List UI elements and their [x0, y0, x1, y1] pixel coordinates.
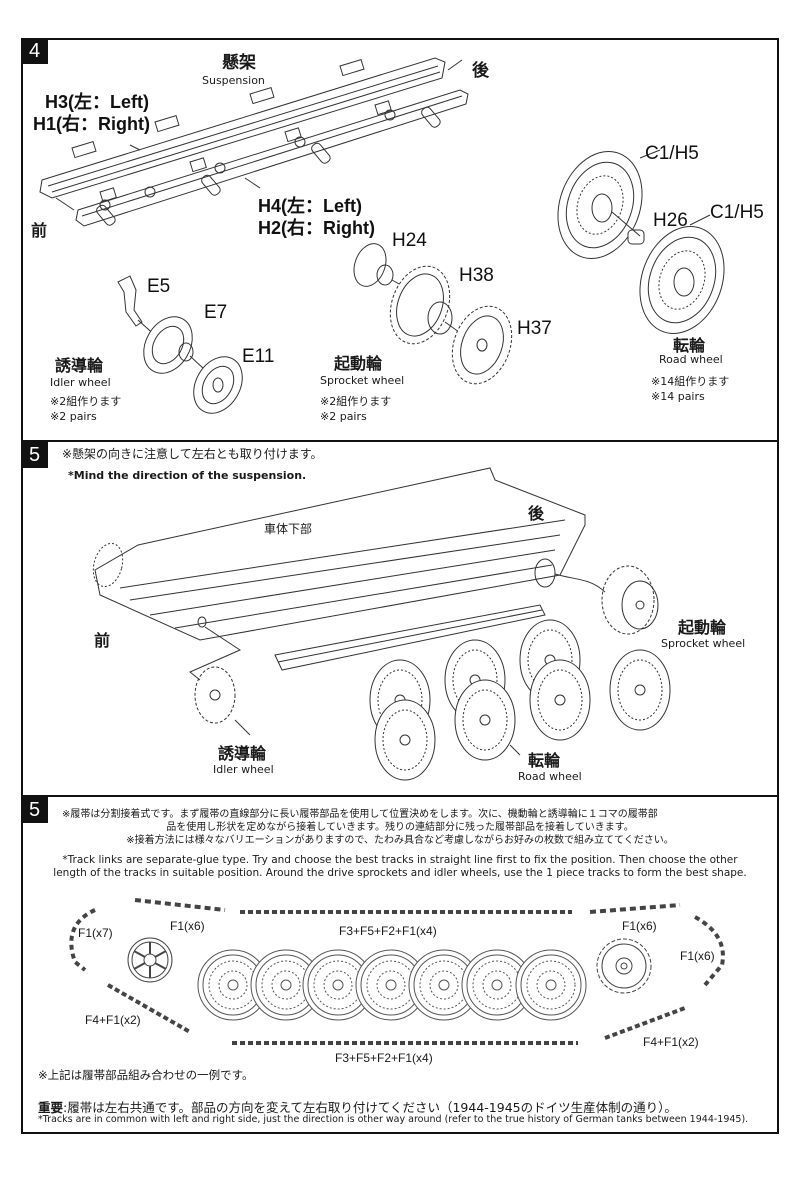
step-number-badge: 5 [21, 797, 48, 823]
step-number-badge: 4 [21, 38, 48, 64]
road-label-jp: 転輪 [673, 336, 706, 355]
road-note-en: ※14 pairs [651, 390, 705, 403]
step-number-badge: 5 [21, 442, 48, 468]
part-label-c1h5-a: C1/H5 [645, 143, 699, 164]
track-note-jp-3: ※接着方法には様々なバリエーションがありますので、たわみ具合など考慮しながらお好… [126, 835, 674, 846]
sprocket-label-en: Sprocket wheel [320, 374, 405, 387]
section-divider [21, 440, 779, 442]
suspension-rail-upper [39, 57, 446, 199]
section-divider [21, 795, 779, 797]
front-label: 前 [94, 631, 111, 650]
road-label-en: Road wheel [518, 770, 582, 783]
track-label-f4f1-left: F4+F1(x2) [85, 1013, 141, 1027]
road-label-jp: 転輪 [528, 751, 561, 770]
suspension-direction-note-en: *Mind the direction of the suspension. [68, 469, 307, 482]
sprocket-wheel-assembly [353, 243, 513, 385]
part-label-h38: H38 [459, 265, 494, 286]
part-label-h3: H3(左：Left) [45, 92, 149, 112]
suspension-rail-lower [75, 89, 469, 227]
sprocket-note-en: ※2 pairs [320, 410, 367, 423]
part-label-c1h5-b: C1/H5 [710, 202, 764, 223]
rear-label: 後 [472, 61, 489, 81]
hull-lower-label: 車体下部 [264, 522, 313, 536]
track-label-f1x6-left: F1(x6) [170, 919, 205, 933]
suspension-label-jp: 懸架 [222, 53, 256, 73]
track-note-en-2: length of the tracks in suitable positio… [53, 867, 747, 879]
track-note-jp-2: 品を使用し形状を定めながら接着していきます。残りの連結部分に残った履帯部品を接着… [166, 822, 634, 833]
idler-note-en: ※2 pairs [50, 410, 97, 423]
important-text: :履帯は左右共通です。部品の方向を変えて左右取り付けてください（1944-194… [63, 1100, 677, 1115]
suspension-direction-note-jp: ※懸架の向きに注意して左右とも取り付けます。 [62, 447, 323, 461]
example-note: ※上記は履帯部品組み合わせの一例です。 [38, 1068, 254, 1082]
part-label-h1: H1(右：Right) [33, 114, 150, 134]
sprocket-label-jp: 起動輪 [678, 618, 727, 637]
idler-note-jp: ※2組作ります [50, 395, 122, 408]
road-wheel-assembly [557, 149, 725, 334]
part-label-h26: H26 [653, 210, 688, 231]
sprocket-label-en: Sprocket wheel [661, 637, 746, 650]
suspension-label-en: Suspension [202, 74, 265, 87]
track-label-f1x6-right-top: F1(x6) [622, 919, 657, 933]
part-label-h24: H24 [392, 230, 427, 251]
road-label-en: Road wheel [659, 353, 723, 366]
track-label-f4f1-right: F4+F1(x2) [643, 1035, 699, 1049]
track-label-f1x6-right: F1(x6) [680, 949, 715, 963]
track-label-top-run: F3+F5+F2+F1(x4) [339, 924, 437, 938]
idler-label-en: Idler wheel [213, 763, 274, 776]
idler-label-jp: 誘導輪 [55, 356, 104, 375]
sprocket-label-jp: 起動輪 [334, 354, 383, 373]
important-note-jp: 重要:履帯は左右共通です。部品の方向を変えて左右取り付けてください（1944-1… [38, 1097, 677, 1116]
road-wheels-row [197, 949, 587, 1021]
part-label-h2: H2(右：Right) [258, 218, 375, 238]
idler-label-en: Idler wheel [50, 376, 111, 389]
track-label-bottom-run: F3+F5+F2+F1(x4) [335, 1051, 433, 1065]
track-note-jp-1: ※履帯は分割接着式です。まず履帯の直線部分に長い履帯部品を使用して位置決めをしま… [62, 809, 658, 820]
road-note-jp: ※14組作ります [651, 375, 730, 388]
track-note-en-1: *Track links are separate-glue type. Try… [62, 854, 738, 866]
rear-label: 後 [528, 504, 545, 523]
part-label-h37: H37 [517, 318, 552, 339]
part-label-e11: E11 [242, 346, 275, 367]
part-label-e7: E7 [204, 302, 228, 323]
front-label: 前 [31, 221, 48, 240]
idler-wheel-assembly [117, 275, 243, 414]
sprocket-note-jp: ※2組作ります [320, 395, 392, 408]
important-label: 重要 [38, 1100, 64, 1115]
idler-label-jp: 誘導輪 [218, 744, 267, 763]
track-label-f1x7: F1(x7) [78, 926, 113, 940]
part-label-h4: H4(左：Left) [258, 196, 362, 216]
road-wheels [369, 619, 671, 781]
instruction-frame [21, 38, 779, 1134]
important-note-en: *Tracks are in common with left and righ… [38, 1114, 749, 1125]
part-label-e5: E5 [147, 276, 171, 297]
